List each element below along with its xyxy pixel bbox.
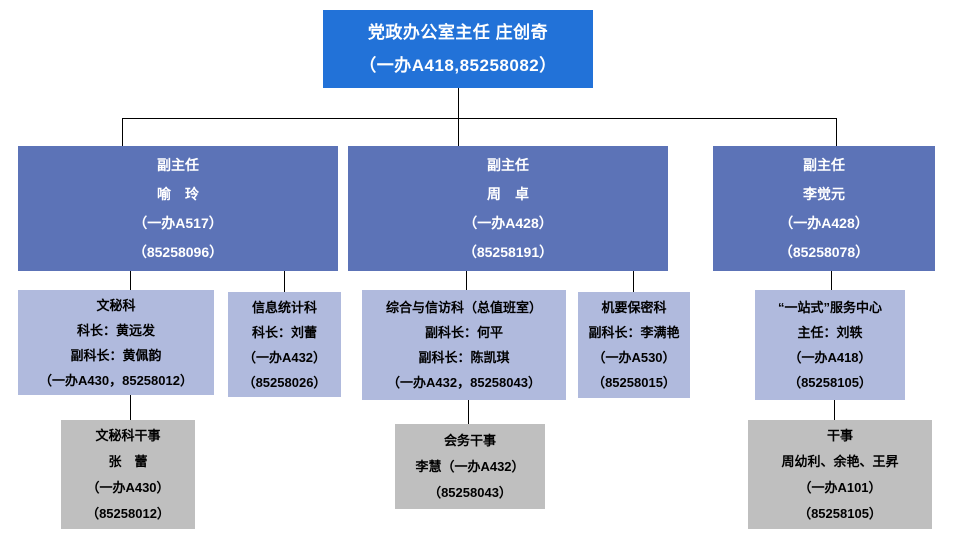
- node-text-line: 科长：刘蕾: [251, 324, 317, 340]
- node-meeting-clerk: 会务干事 李慧（一办A432） （85258043）: [395, 424, 545, 509]
- node-text-line: 周 卓: [487, 185, 529, 202]
- node-clerks: 干事 周幼利、余艳、王昇 （一办A101） （85258105）: [748, 420, 932, 529]
- node-deputy-director-li-jueyuan: 副主任 李觉元 （一办A428） （85258078）: [713, 146, 935, 271]
- node-secretarial-section: 文秘科 科长：黄远发 副科长：黄佩韵 （一办A430，85258012）: [18, 290, 214, 395]
- node-text-line: （85258015）: [592, 375, 676, 390]
- node-text-line: 党政办公室主任 庄创奇: [367, 23, 549, 42]
- node-text-line: （一办A432，85258043）: [387, 375, 541, 390]
- node-text-line: 副科长：黄佩韵: [70, 347, 162, 363]
- node-text-line: （一办A517）: [133, 214, 223, 231]
- node-text-line: （一办A430，85258012）: [39, 372, 193, 388]
- node-text-line: 科长：黄远发: [76, 322, 155, 338]
- connector-line: [122, 118, 836, 119]
- node-general-petition-section: 综合与信访科（总值班室） 副科长：何平 副科长：陈凯琪 （一办A432，8525…: [362, 290, 566, 400]
- node-text-line: （85258043）: [428, 484, 512, 500]
- connector-line: [831, 271, 832, 290]
- node-text-line: 副主任: [157, 156, 199, 173]
- connector-line: [284, 271, 285, 292]
- node-info-statistics-section: 信息统计科 科长：刘蕾 （一办A432） （85258026）: [228, 292, 341, 397]
- connector-line: [130, 395, 131, 420]
- connector-line: [633, 271, 634, 292]
- node-text-line: 李觉元: [803, 185, 845, 202]
- node-text-line: 主任：刘轶: [797, 325, 863, 340]
- node-text-line: 机要保密科: [601, 300, 667, 315]
- node-text-line: 副主任: [803, 156, 845, 173]
- node-text-line: （一办A418,85258082）: [359, 56, 557, 75]
- node-text-line: 副科长：何平: [424, 325, 503, 340]
- connector-line: [458, 118, 459, 146]
- node-text-line: （一办A428）: [463, 214, 553, 231]
- node-text-line: （85258105）: [788, 375, 872, 390]
- node-text-line: （一办A432）: [242, 349, 327, 365]
- connector-line: [458, 88, 459, 118]
- node-confidential-section: 机要保密科 副科长：李满艳 （一办A530） （85258015）: [578, 292, 690, 398]
- node-text-line: （85258096）: [132, 243, 224, 260]
- node-text-line: （85258078）: [778, 243, 870, 260]
- node-text-line: 张 蕾: [108, 453, 148, 469]
- node-text-line: 干事: [826, 427, 853, 443]
- node-secretarial-clerk: 文秘科干事 张 蕾 （一办A430） （85258012）: [61, 420, 195, 529]
- node-text-line: 会务干事: [443, 432, 496, 448]
- node-text-line: 副科长：陈凯琪: [418, 350, 510, 365]
- node-deputy-director-zhou-zhuo: 副主任 周 卓 （一办A428） （85258191）: [348, 146, 668, 271]
- node-text-line: （85258012）: [86, 505, 170, 521]
- node-office-director: 党政办公室主任 庄创奇 （一办A418,85258082）: [323, 10, 593, 88]
- node-text-line: 副科长：李满艳: [588, 325, 680, 340]
- node-text-line: 喻 玲: [157, 185, 199, 202]
- node-text-line: （一办A430）: [86, 479, 170, 495]
- connector-line: [468, 400, 469, 424]
- node-text-line: （85258026）: [242, 374, 327, 390]
- connector-line: [122, 118, 123, 146]
- node-text-line: （一办A428）: [779, 214, 869, 231]
- node-text-line: 副主任: [487, 156, 529, 173]
- node-deputy-director-yu-ling: 副主任 喻 玲 （一办A517） （85258096）: [18, 146, 338, 271]
- node-one-stop-service-center: “一站式”服务中心 主任：刘轶 （一办A418） （85258105）: [755, 290, 905, 400]
- node-text-line: （一办A101）: [798, 479, 882, 495]
- node-text-line: （85258105）: [798, 505, 882, 521]
- connector-line: [130, 271, 131, 290]
- connector-line: [466, 271, 467, 290]
- connector-line: [834, 400, 835, 420]
- node-text-line: 周幼利、余艳、王昇: [781, 453, 899, 469]
- node-text-line: 信息统计科: [251, 299, 317, 315]
- node-text-line: （一办A530）: [592, 350, 676, 365]
- node-text-line: （一办A418）: [788, 350, 872, 365]
- node-text-line: （85258191）: [462, 243, 554, 260]
- node-text-line: “一站式”服务中心: [777, 300, 882, 315]
- node-text-line: 李慧（一办A432）: [415, 458, 525, 474]
- node-text-line: 文秘科: [96, 297, 136, 313]
- node-text-line: 文秘科干事: [95, 427, 161, 443]
- node-text-line: 综合与信访科（总值班室）: [385, 300, 542, 315]
- connector-line: [836, 118, 837, 146]
